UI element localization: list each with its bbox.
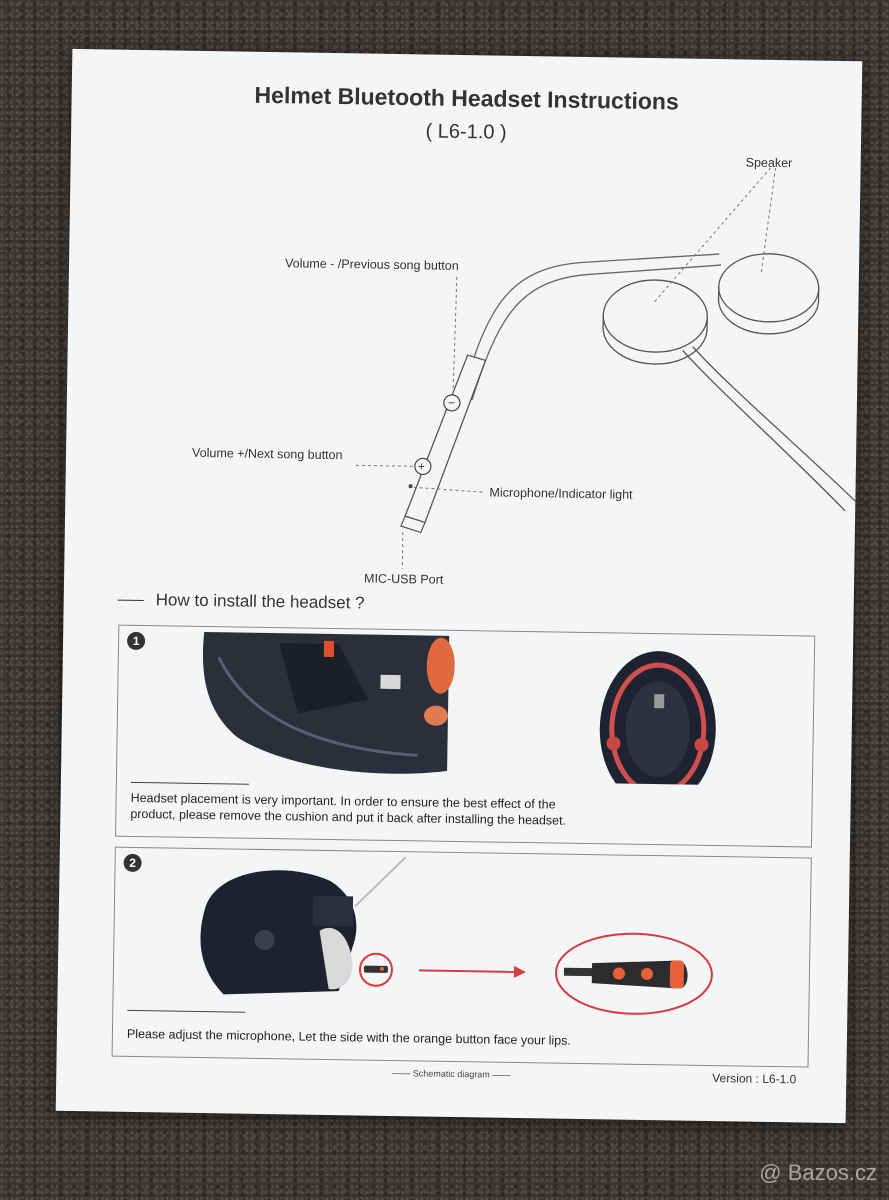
volume-plus-button-drawing [414,457,432,476]
version-label: Version : L6-1.0 [712,1071,797,1087]
minus-symbol: − [448,396,455,410]
volume-minus-button-drawing [443,394,461,412]
step2-caption: Please adjust the microphone, Let the si… [126,1026,572,1048]
step1-helmet-photos [203,632,716,787]
speaker-label: Speaker [745,155,793,171]
volume-plus-label: Volume +/Next song button [191,445,343,463]
step2-microphone-photos [200,856,713,1015]
install-heading: How to install the headset ? [117,590,365,614]
speaker-right [718,253,820,323]
plus-symbol: + [418,459,425,473]
usb-port-label: MIC-USB Port [363,571,444,587]
install-step-2: 2 Please adjust the microphone, Le [111,846,812,1068]
microphone-label: Microphone/Indicator light [489,485,633,502]
face-photo [319,927,353,990]
control-unit [404,354,487,524]
volume-minus-label: Volume - /Previous song button [284,256,459,273]
speaker-left [602,279,708,353]
instruction-sheet: Helmet Bluetooth Headset Instructions ( … [55,48,863,1124]
mic-dot [408,484,413,489]
install-heading-text: How to install the headset ? [155,590,365,613]
hand-photo [426,637,455,694]
microphone-unit-photo [591,960,688,989]
headset-diagram: − + [355,167,856,570]
zoomed-microphone-circle [554,932,713,1015]
watermark: @ Bazos.cz [759,1160,877,1185]
orange-button-plus [640,967,653,980]
arrow-right-icon [513,965,526,978]
schematic-text: Schematic diagram [412,1068,490,1080]
install-step-1: 1 Headset placement is very important. I… [115,624,816,848]
orange-button-minus [612,967,625,980]
microphone-highlight-circle [358,952,393,987]
